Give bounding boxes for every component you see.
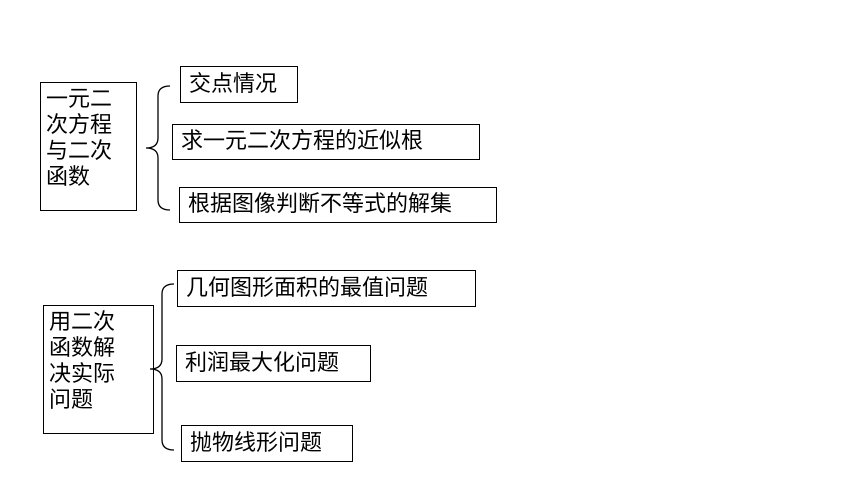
group1-root-line: 与二次 [46,139,113,164]
group1-root-box: 一元二 次方程 与二次 函数 [40,82,137,211]
group2-item-profit-max: 利润最大化问题 [176,345,371,382]
group1-item-approx-root: 求一元二次方程的近似根 [172,124,480,160]
group1-root-line: 次方程 [46,113,113,138]
group1-root-line: 函数 [46,165,91,190]
group1-root-line: 一元二 [46,87,113,112]
group2-root-line: 函数解 [49,336,116,361]
group1-item-intersection: 交点情况 [180,66,298,103]
group2-root-line: 决实际 [49,362,116,387]
group2-item-parabola: 抛物线形问题 [181,425,353,462]
group2-root-line: 问题 [49,388,94,413]
group2-item-area-extreme: 几何图形面积的最值问题 [177,270,476,307]
group1-item-inequality: 根据图像判断不等式的解集 [179,187,497,223]
group2-root-line: 用二次 [49,310,116,335]
group2-root-box: 用二次 函数解 决实际 问题 [43,305,154,434]
